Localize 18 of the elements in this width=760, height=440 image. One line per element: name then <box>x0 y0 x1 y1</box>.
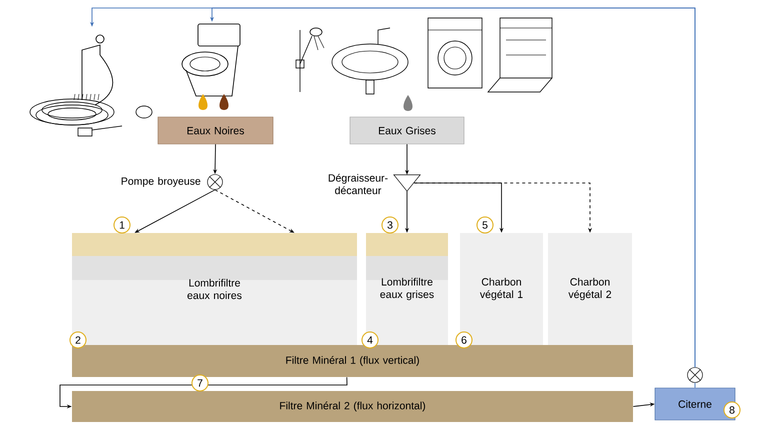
callout-number: 4 <box>362 332 378 348</box>
filter-bed: Filtre Minéral 1 (flux vertical) <box>72 345 633 377</box>
valve-symbol <box>687 367 703 383</box>
component-label: Pompe broyeuse <box>122 177 200 187</box>
component-label: Dégraisseur-décanteur <box>328 174 388 194</box>
callout-number: 8 <box>724 402 740 418</box>
callout-number: 3 <box>382 216 398 234</box>
toilet-drawing <box>182 24 240 110</box>
callout-number: 2 <box>70 332 86 348</box>
source-box: Eaux Grises <box>350 116 464 144</box>
source-box: Eaux Noires <box>158 116 274 144</box>
callout-number: 5 <box>476 216 494 234</box>
filter-bed: Filtre Minéral 2 (flux horizontal) <box>72 391 633 422</box>
callout-number: 6 <box>456 332 472 348</box>
hose-drawing <box>30 34 152 136</box>
callout-number: 7 <box>192 374 208 392</box>
filter-box: Charbon végétal 2 <box>548 233 632 345</box>
callout-number: 1 <box>114 216 130 234</box>
